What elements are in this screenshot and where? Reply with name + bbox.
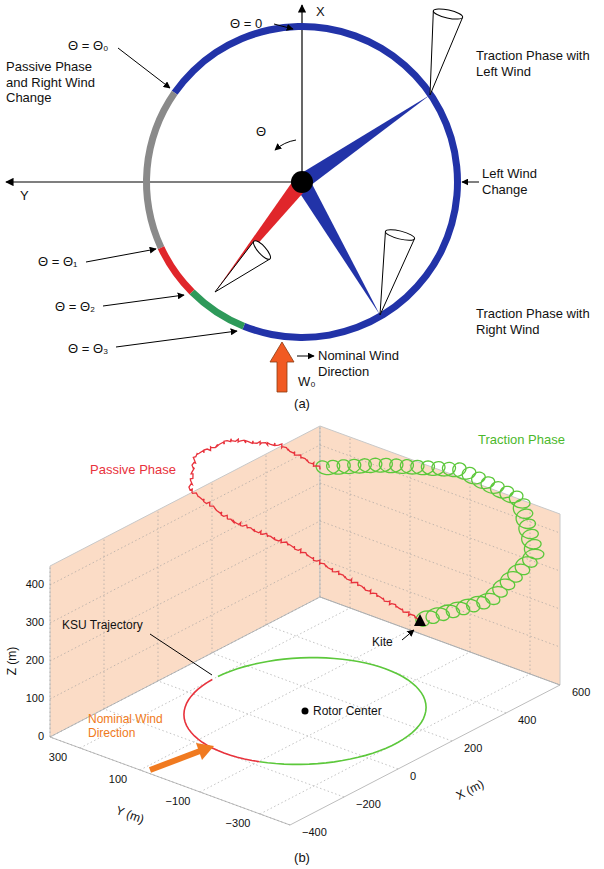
wind-arrow [270, 342, 294, 392]
grid-line [320, 597, 560, 685]
axis-label: Y [20, 188, 29, 204]
rotor-arm [295, 178, 380, 315]
wind-arrow [150, 751, 200, 770]
y-axis [6, 181, 302, 182]
wind-label: Nominal Wind Direction [318, 348, 413, 379]
grid-line [320, 426, 321, 597]
grid-line [50, 559, 320, 699]
grid-line [320, 559, 560, 647]
phase-label: Traction Phase with Left Wind [476, 48, 598, 79]
ring-arc [190, 289, 245, 329]
phase-label: Left Wind Change [482, 166, 562, 197]
kite-label: Kite [372, 635, 393, 649]
ring-arc [172, 23, 461, 341]
traction-path [316, 458, 544, 626]
grid-line [50, 483, 320, 623]
rotor-ring [143, 23, 461, 341]
grid-line [50, 521, 320, 661]
tick-label: 200 [464, 742, 482, 755]
leader-line [118, 48, 170, 88]
grid-line [200, 652, 470, 792]
angle-label: Θ = Θ₁ [38, 254, 77, 270]
leader-line [103, 295, 184, 306]
ksu-trajectory [184, 679, 260, 761]
tick-label: −400 [302, 826, 327, 839]
angle-label: Θ = Θ₃ [68, 341, 108, 357]
rotor-hub [291, 171, 313, 193]
panel-label: (a) [294, 396, 310, 412]
grid-line [50, 445, 320, 585]
tick-label: 400 [26, 578, 44, 591]
leader-line [116, 331, 237, 347]
leader-line [150, 634, 212, 675]
phase-label: Traction Phase with Right Wind [476, 306, 600, 337]
wind-label: Nominal Wind Direction [88, 712, 178, 741]
tick-label: 100 [26, 692, 44, 705]
ring-arc [143, 91, 177, 249]
wind-arrow-head [196, 743, 214, 760]
tick-label: 400 [518, 714, 536, 727]
rotor-arm [298, 95, 431, 189]
kite-canopy [432, 7, 463, 21]
tick-label: 200 [26, 654, 44, 667]
grid-line [50, 737, 290, 825]
grid-line [410, 459, 411, 630]
leader-line [462, 182, 479, 183]
grid-line [470, 481, 471, 652]
ksu-trajectory [218, 658, 426, 765]
grid-line [140, 630, 410, 770]
tick-label: 300 [49, 751, 67, 764]
kite-marker [414, 614, 426, 626]
kite-canopy [384, 227, 415, 242]
angle-label: Θ = Θ₂ [55, 299, 95, 315]
floor [50, 597, 560, 825]
panel-label: (b) [294, 850, 310, 866]
leader-line [297, 356, 314, 357]
rotor-label: Rotor Center [313, 704, 382, 718]
leader-line [86, 249, 156, 262]
leader-line [274, 24, 293, 29]
tick-label: −200 [356, 798, 381, 811]
phase-label: Traction Phase [478, 432, 565, 448]
grid-line [320, 597, 560, 685]
tick-label: 100 [109, 773, 127, 786]
x-axis [301, 5, 302, 182]
tick-label: 600 [572, 686, 590, 699]
kites [215, 7, 464, 315]
grid-line [50, 566, 51, 737]
grid-line [212, 482, 213, 653]
rotor-center-dot [302, 708, 309, 715]
axis-label: X [316, 4, 325, 20]
phase-label: Passive Phase and Right Wind Change [6, 59, 106, 106]
angle-symbol: Θ [256, 124, 266, 140]
kite-cone [430, 11, 463, 95]
trajectory-label: KSU Trajectory [62, 618, 143, 632]
angle-label: Θ = Θ₀ [68, 38, 108, 54]
angle-arrow [275, 140, 296, 150]
phase-label: Passive Phase [90, 462, 176, 478]
axis-title: Z (m) [5, 647, 19, 676]
tick-label: 0 [38, 730, 44, 743]
passive-path [189, 439, 422, 621]
axis-title: Y (m) [114, 803, 146, 826]
leader-line [402, 630, 414, 640]
rotor-arm [215, 177, 308, 292]
tick-label: 0 [410, 770, 416, 783]
kite-cone [380, 231, 415, 315]
tick-label: −100 [166, 795, 191, 808]
tick-label: 300 [26, 616, 44, 629]
tick-label: −300 [226, 817, 251, 830]
ring-arc [158, 246, 195, 294]
rotor-diagram [6, 5, 479, 392]
grid-line [158, 510, 159, 681]
wind-symbol: W₀ [298, 374, 316, 390]
angle-label: Θ = 0 [230, 16, 262, 32]
kite-canopy [251, 238, 273, 261]
trajectory-plot [50, 426, 560, 825]
axis-title: X (m) [454, 777, 487, 803]
grid-line [266, 454, 267, 625]
